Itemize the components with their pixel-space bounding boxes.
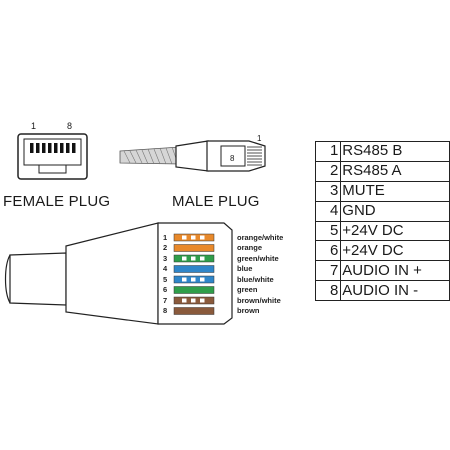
table-row: 8 AUDIO IN - — [314, 280, 450, 302]
wire-strip — [173, 296, 215, 305]
pin-number: 6 — [314, 240, 342, 262]
wire-strip — [173, 244, 215, 252]
wire-number: 8 — [163, 306, 168, 315]
wire-number: 7 — [163, 295, 168, 305]
male-pin-8-label: 8 — [230, 154, 235, 163]
male-plug-icon — [119, 140, 266, 172]
female-pin-1-label: 1 — [31, 121, 37, 131]
pin-number: 8 — [314, 280, 342, 302]
wire-color-name: blue/white — [237, 274, 274, 284]
female-plug-icon — [17, 133, 88, 180]
wire-strip — [173, 254, 215, 263]
wire-number: 4 — [163, 264, 168, 273]
wire-number: 3 — [163, 253, 168, 263]
wire-strip — [173, 275, 215, 284]
wire-color-name: orange/white — [237, 232, 284, 242]
male-pin-1-label: 1 — [257, 134, 262, 143]
table-row: 5 +24V DC — [314, 220, 450, 242]
table-row: 3 MUTE — [314, 180, 450, 202]
pin-signal: RS485 A — [340, 160, 450, 182]
wire-strip — [173, 307, 215, 315]
pin-signal: AUDIO IN + — [340, 260, 450, 282]
wire-color-name: brown/white — [237, 295, 281, 305]
wire-number: 5 — [163, 274, 168, 284]
female-pin-8-label: 8 — [67, 121, 73, 131]
wire-strip — [173, 265, 215, 273]
wire-strip — [173, 233, 215, 242]
table-row: 7 AUDIO IN + — [314, 260, 450, 282]
wire-number: 2 — [163, 243, 168, 252]
female-plug-label: FEMALE PLUG — [3, 193, 111, 210]
wire-color-name: green/white — [237, 253, 279, 263]
wire-number: 6 — [163, 285, 168, 294]
pin-signal: RS485 B — [340, 141, 450, 162]
pin-signal: MUTE — [340, 180, 450, 202]
table-row: 4 GND — [314, 200, 450, 222]
pin-assignment-table: 1 RS485 B 2 RS485 A 3 MUTE 4 GND 5 +24V … — [314, 141, 450, 302]
male-plug-label: MALE PLUG — [172, 193, 260, 210]
wire-color-name: blue — [237, 264, 253, 273]
pin-signal: +24V DC — [340, 220, 450, 242]
wire-color-name: orange — [237, 243, 263, 252]
pin-signal: AUDIO IN - — [340, 280, 450, 302]
wire-color-name: brown — [237, 306, 260, 315]
wire-number: 1 — [163, 232, 168, 242]
wire-strip — [173, 286, 215, 294]
wire-color-name: green — [237, 285, 258, 294]
